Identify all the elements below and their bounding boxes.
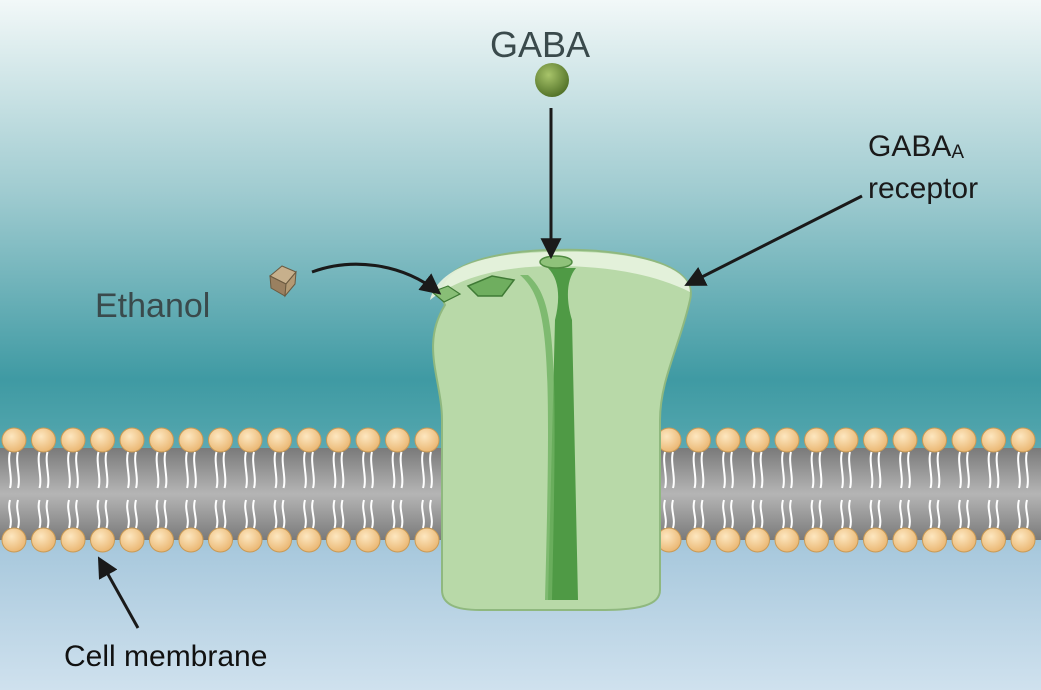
lipid-head xyxy=(893,528,917,552)
receptor-label-main: GABA xyxy=(868,130,951,163)
receptor-label: GABAA receptor xyxy=(868,128,978,208)
gaba-molecule-icon xyxy=(535,63,569,97)
lipid-head xyxy=(893,428,917,452)
receptor-label-line2: receptor xyxy=(868,172,978,205)
lipid-head xyxy=(864,528,888,552)
lipid-head xyxy=(1011,528,1035,552)
lipid-head xyxy=(238,528,262,552)
lipid-head xyxy=(386,528,410,552)
lipid-head xyxy=(32,428,56,452)
membrane-core-right xyxy=(655,448,1041,540)
lipid-head xyxy=(746,428,770,452)
lipid-head xyxy=(952,528,976,552)
lipid-head xyxy=(923,528,947,552)
gaba-binding-site xyxy=(540,256,572,268)
lipid-head xyxy=(356,428,380,452)
lipid-head xyxy=(687,428,711,452)
lipid-head xyxy=(91,428,115,452)
lipid-head xyxy=(150,528,174,552)
lipid-head xyxy=(415,528,439,552)
lipid-head xyxy=(327,428,351,452)
lipid-head xyxy=(805,428,829,452)
ethanol-label: Ethanol xyxy=(95,287,210,326)
lipid-head xyxy=(120,428,144,452)
lipid-head xyxy=(775,428,799,452)
cell-membrane-label: Cell membrane xyxy=(64,640,267,674)
lipid-head xyxy=(923,428,947,452)
lipid-head xyxy=(297,428,321,452)
lipid-head xyxy=(32,528,56,552)
lipid-head xyxy=(297,528,321,552)
lipid-head xyxy=(61,528,85,552)
lipid-head xyxy=(209,428,233,452)
lipid-head xyxy=(982,428,1006,452)
lipid-head xyxy=(716,428,740,452)
lipid-head xyxy=(2,528,26,552)
lipid-head xyxy=(834,428,858,452)
lipid-head xyxy=(209,528,233,552)
lipid-head xyxy=(179,528,203,552)
receptor-label-subscript: A xyxy=(951,142,964,163)
lipid-head xyxy=(386,428,410,452)
lipid-head xyxy=(268,528,292,552)
lipid-head xyxy=(716,528,740,552)
lipid-head xyxy=(238,428,262,452)
lipid-head xyxy=(1011,428,1035,452)
lipid-head xyxy=(982,528,1006,552)
lipid-head xyxy=(775,528,799,552)
lipid-head xyxy=(327,528,351,552)
lipid-head xyxy=(179,428,203,452)
lipid-head xyxy=(120,528,144,552)
lipid-head xyxy=(864,428,888,452)
lipid-head xyxy=(834,528,858,552)
lipid-head xyxy=(415,428,439,452)
lipid-head xyxy=(356,528,380,552)
gaba-a-receptor xyxy=(430,250,691,610)
gaba-label: GABA xyxy=(490,24,590,66)
lipid-head xyxy=(91,528,115,552)
lipid-head xyxy=(746,528,770,552)
lipid-head xyxy=(952,428,976,452)
lipid-head xyxy=(687,528,711,552)
lipid-head xyxy=(61,428,85,452)
lipid-head xyxy=(2,428,26,452)
lipid-head xyxy=(268,428,292,452)
lipid-head xyxy=(805,528,829,552)
lipid-head xyxy=(150,428,174,452)
